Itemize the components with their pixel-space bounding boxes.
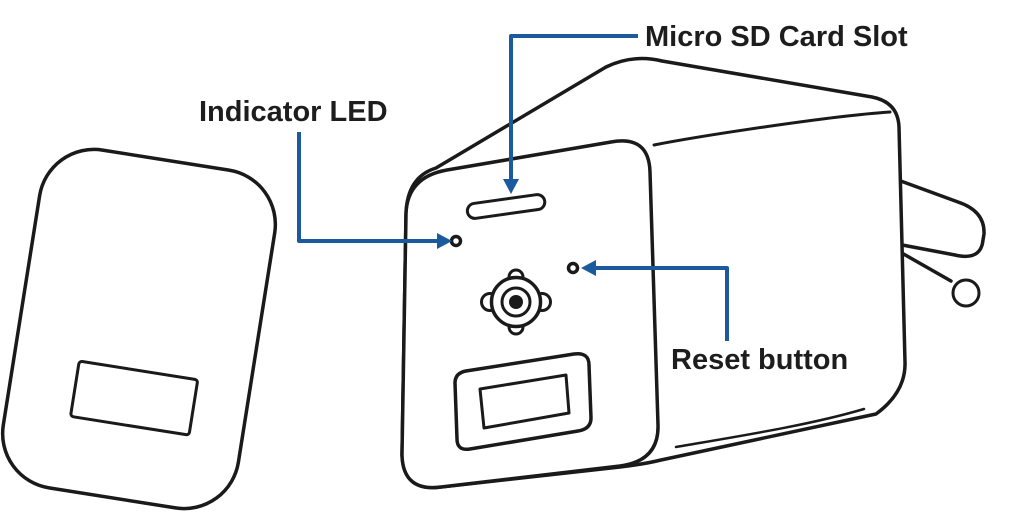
arrowhead-sd-slot (503, 179, 519, 194)
prong-blade (895, 178, 986, 259)
label-reset-button: Reset button (671, 344, 849, 376)
usb-port-opening (478, 373, 571, 430)
callout-arrowheads (437, 179, 596, 276)
callout-line-indicator-led (297, 132, 440, 243)
top-right-edge (652, 110, 892, 147)
arrowhead-reset-button (581, 260, 596, 276)
camera-lens (480, 268, 552, 336)
cover-plate (0, 147, 278, 511)
label-indicator-led: Indicator LED (199, 96, 388, 128)
callout-line-reset-button (593, 266, 729, 341)
callout-line-sd-slot (509, 34, 638, 183)
indicator-led-dot (449, 234, 463, 248)
cover-plate-cutout (69, 359, 199, 437)
callout-lines (297, 34, 729, 341)
cover-plate-outline (0, 147, 278, 511)
prong-tip-circle (951, 278, 981, 308)
bottom-edge-detail (674, 407, 866, 449)
label-micro-sd-card-slot: Micro SD Card Slot (645, 21, 908, 53)
reset-button-dot (566, 261, 580, 275)
usb-port (453, 351, 593, 452)
arrowhead-indicator-led (437, 233, 452, 249)
device-drawing (0, 56, 986, 511)
power-prongs (895, 178, 986, 308)
micro-sd-card-slot (465, 193, 547, 220)
prong-lower-edge (898, 250, 953, 283)
lens-pupil (509, 295, 523, 309)
